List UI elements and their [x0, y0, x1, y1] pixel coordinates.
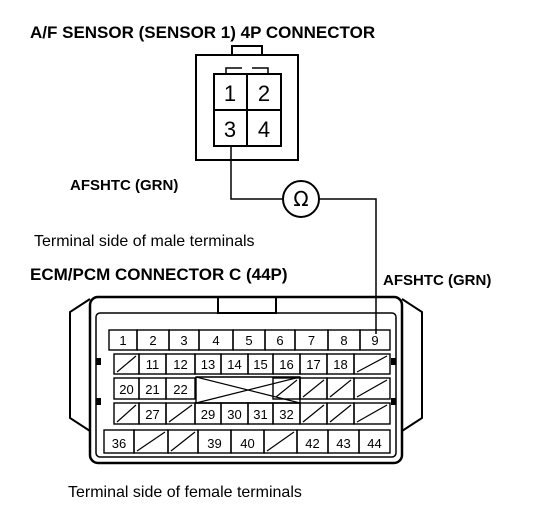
ecm-latch-mark-left	[96, 358, 101, 365]
male-terminals-caption: Terminal side of male terminals	[34, 233, 255, 250]
ecm-pin-label: 21	[145, 382, 159, 397]
probe-wire-right	[319, 198, 377, 334]
ecm-latch-mark-left	[96, 398, 101, 405]
ecm-pin-area	[95, 312, 397, 458]
ecm-cell	[353, 402, 391, 425]
ecm-pin-label: 16	[279, 357, 293, 372]
af-connector-housing	[195, 54, 299, 161]
ecm-pin-label: 27	[145, 407, 159, 422]
ecm-pin-label: 18	[333, 357, 347, 372]
ecm-pin-label: 8	[340, 333, 347, 348]
ecm-connector-ears	[69, 298, 423, 432]
af-connector-key	[225, 67, 269, 74]
ecm-pin-label: 32	[279, 407, 293, 422]
ecm-empty-region-cross	[195, 376, 301, 404]
ecm-cell	[358, 429, 391, 454]
af-pin-1: 1	[224, 81, 236, 106]
ecm-pin-label: 11	[146, 357, 160, 372]
ecm-blocked-cell-mark	[356, 404, 388, 423]
afshtc-left-label: AFSHTC (GRN)	[70, 177, 178, 194]
ecm-pin-label: 17	[306, 357, 320, 372]
ecm-pin-label: 4	[212, 333, 219, 348]
ecm-pin-label: 36	[112, 436, 126, 451]
ecm-latch-mark-right	[391, 358, 396, 365]
ecm-pin-label: 3	[180, 333, 187, 348]
ecm-blocked-cell-mark	[356, 355, 388, 373]
af-pin-2: 2	[258, 81, 270, 106]
ecm-blocked-cell-mark	[116, 355, 137, 373]
ecm-pin-label: 44	[367, 436, 381, 451]
ecm-lock-tab	[217, 296, 277, 314]
ecm-pin-label: 30	[227, 407, 241, 422]
ecm-blocked-cell-mark	[266, 431, 295, 452]
ecm-pin-label: 6	[276, 333, 283, 348]
af-connector-title: A/F SENSOR (SENSOR 1) 4P CONNECTOR	[30, 23, 375, 42]
ecm-blocked-cell-mark	[356, 379, 388, 398]
ecm-pin-label: 7	[308, 333, 315, 348]
ecm-blocked-cell-mark	[302, 379, 325, 398]
af-pin-4: 4	[258, 117, 270, 142]
ecm-pin-label: 31	[253, 407, 267, 422]
ecm-cell	[359, 329, 391, 351]
ohm-symbol: Ω	[293, 187, 308, 211]
ecm-pin-label: 9	[371, 333, 378, 348]
ecm-pin-label: 2	[149, 333, 156, 348]
ecm-latch-mark-right	[391, 398, 396, 405]
ecm-connector-title: ECM/PCM CONNECTOR C (44P)	[30, 265, 288, 284]
ecm-blocked-cell-mark	[329, 379, 352, 398]
ecm-pin-label: 13	[201, 357, 215, 372]
ecm-pin-label: 22	[173, 382, 187, 397]
ecm-cell	[353, 377, 391, 400]
ecm-pin-label: 29	[201, 407, 215, 422]
af-pin-3: 3	[224, 117, 236, 142]
ecm-blocked-cell-mark	[329, 404, 352, 423]
ecm-pin-label: 43	[336, 436, 350, 451]
ecm-pin-label: 5	[245, 333, 252, 348]
ecm-blocked-cell-mark	[116, 404, 137, 423]
ecm-pin-label: 1	[119, 333, 126, 348]
female-terminals-caption: Terminal side of female terminals	[68, 484, 302, 501]
afshtc-right-label: AFSHTC (GRN)	[383, 272, 491, 289]
af-connector-lock-tab	[231, 45, 263, 55]
ecm-pin-label: 20	[119, 382, 133, 397]
af-sensor-connector: 1 2 3 4	[195, 45, 299, 161]
ecm-blocked-cell-mark	[170, 431, 196, 452]
ecm-blocked-cell-mark	[136, 431, 166, 452]
ecm-cell	[353, 353, 391, 375]
ecm-pin-label: 12	[173, 357, 187, 372]
ecm-blocked-cell-mark	[275, 379, 298, 398]
ecm-pin-label: 40	[240, 436, 254, 451]
ecm-pin-label: 14	[227, 357, 241, 372]
ohmmeter-wiring: Ω	[230, 146, 377, 334]
ecm-cell	[165, 377, 196, 400]
ecm-blocked-cell-mark	[302, 404, 325, 423]
probe-wire-left	[230, 146, 283, 200]
ecm-blocked-cell-mark	[168, 404, 193, 423]
ecm-pin-label: 42	[305, 436, 319, 451]
ecm-pin-label: 39	[207, 436, 221, 451]
ecm-pin-label: 15	[253, 357, 267, 372]
